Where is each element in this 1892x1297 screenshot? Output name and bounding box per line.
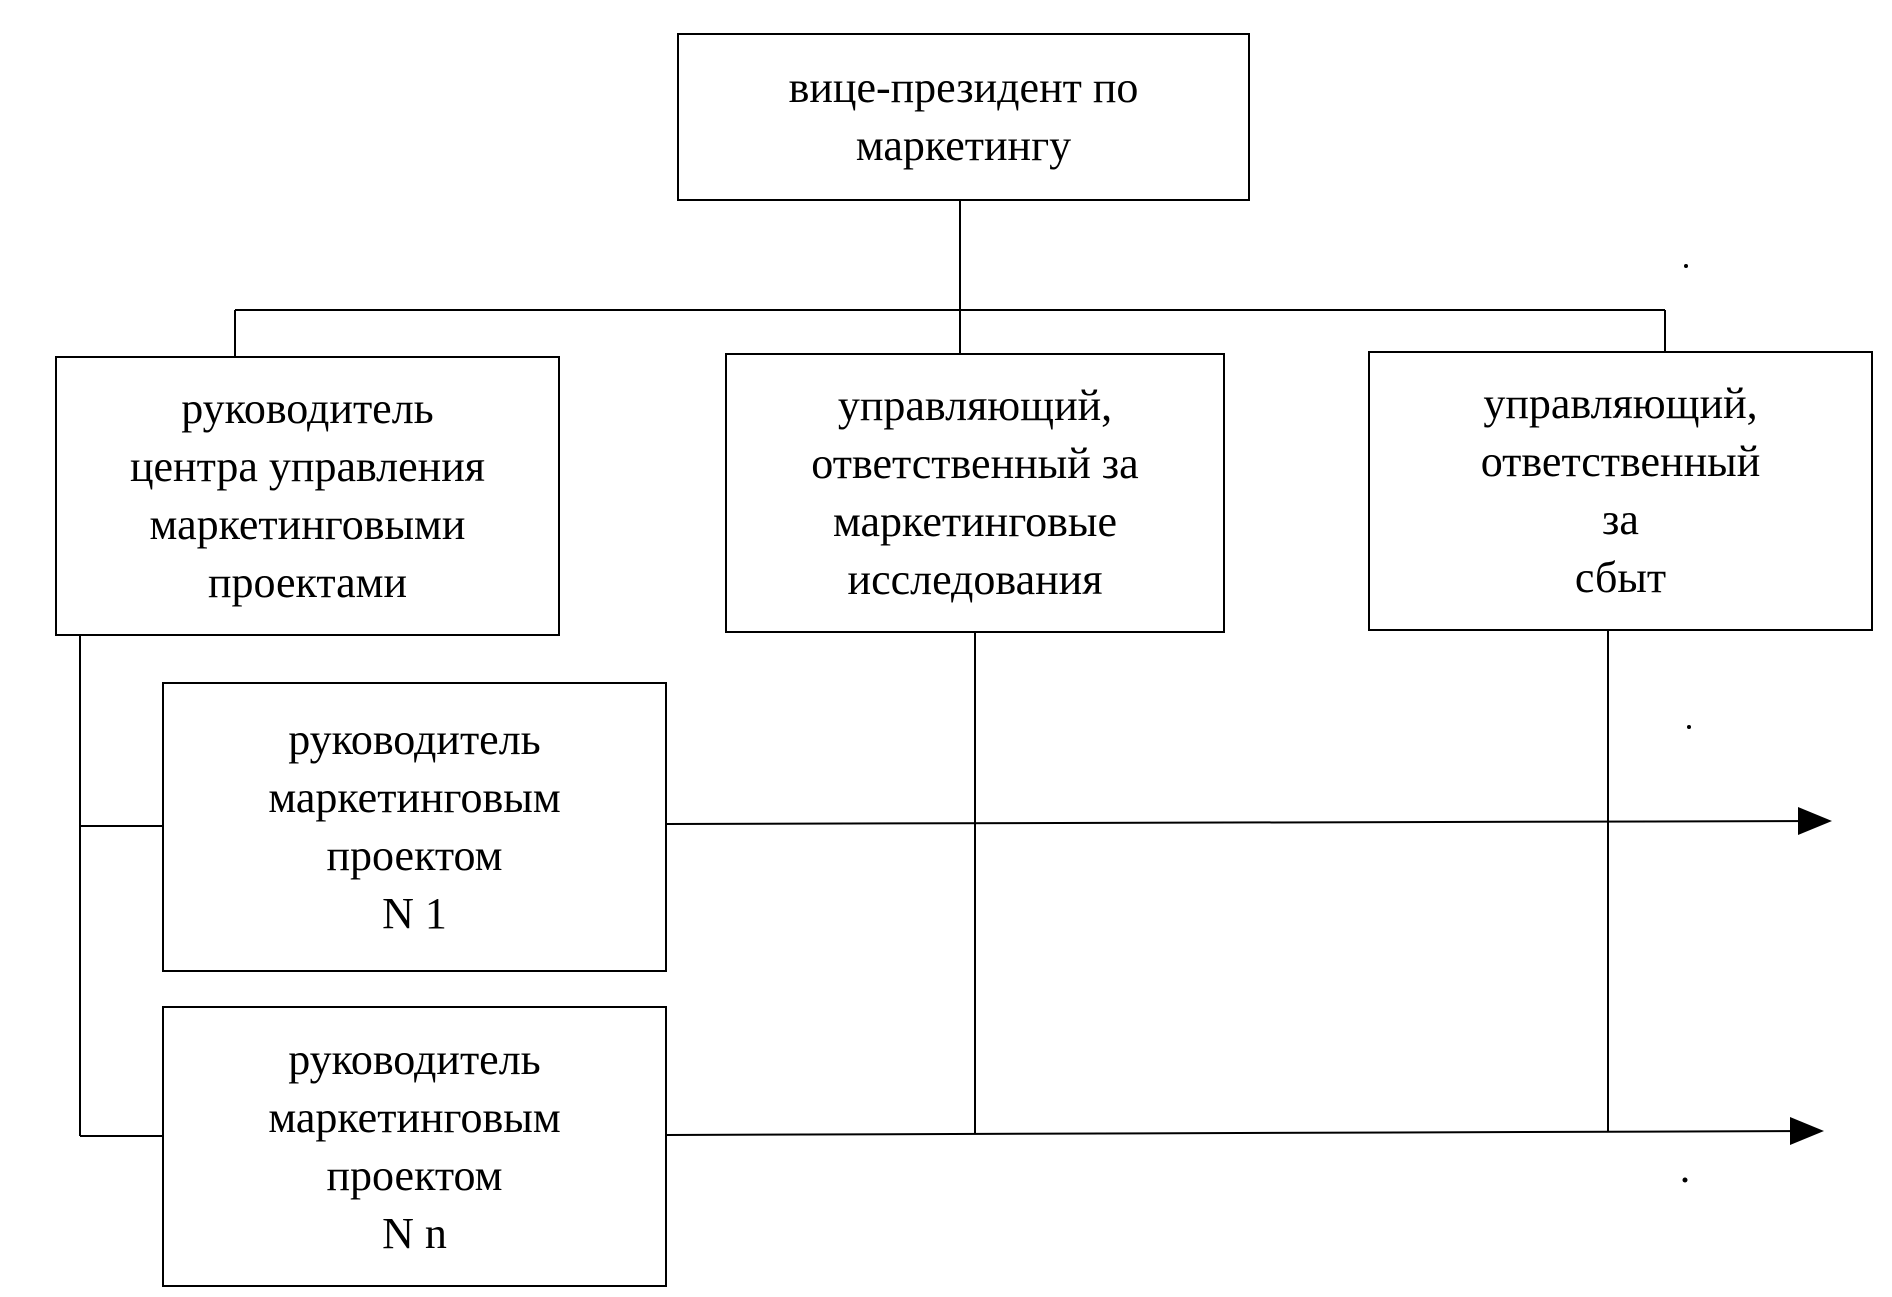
speck: [1682, 1177, 1688, 1183]
vp-line: вице-президент по: [788, 63, 1139, 112]
project-1-line: N 1: [382, 889, 447, 938]
sales-mgr-line: за: [1602, 495, 1639, 544]
vp-line: маркетингу: [855, 121, 1072, 170]
project-1-line: руководитель: [288, 715, 541, 764]
project-n-line: N n: [382, 1208, 447, 1258]
center-head-line: маркетинговыми: [149, 500, 466, 549]
arrowhead-1: [1798, 807, 1832, 835]
research-manager-box: управляющий, ответственный за маркетинго…: [725, 353, 1225, 633]
center-head-line: проектами: [207, 558, 408, 607]
arrowhead-n: [1790, 1117, 1824, 1145]
project-n-line: маркетинговым: [268, 1092, 561, 1142]
project-1-arrow: [666, 817, 1827, 826]
project-n-box: руководитель маркетинговым проектом N n: [162, 1006, 667, 1287]
center-head-box: руководитель центра управления маркетинг…: [55, 356, 560, 636]
research-mgr-line: управляющий,: [837, 381, 1113, 430]
sales-mgr-line: управляющий,: [1483, 379, 1758, 428]
sales-mgr-line: сбыт: [1574, 553, 1667, 602]
project-n-arrow: [666, 1127, 1819, 1136]
project-1-box: руководитель маркетинговым проектом N 1: [162, 682, 667, 972]
vp-marketing-box: вице-президент по маркетингу: [677, 33, 1250, 201]
project-n-line: проектом: [326, 1150, 503, 1200]
project-1-line: маркетинговым: [268, 773, 561, 822]
sales-manager-box: управляющий, ответственный за сбыт: [1368, 351, 1873, 631]
center-head-line: руководитель: [181, 384, 434, 433]
speck: [1687, 725, 1691, 729]
project-n-line: руководитель: [288, 1034, 541, 1084]
research-mgr-line: маркетинговые: [832, 497, 1118, 546]
research-mgr-line: исследования: [847, 555, 1103, 604]
center-head-line: центра управления: [129, 442, 485, 491]
speck: [1684, 264, 1688, 268]
project-1-line: проектом: [326, 831, 503, 880]
sales-mgr-line: ответственный: [1480, 437, 1761, 486]
research-mgr-line: ответственный за: [811, 439, 1139, 488]
